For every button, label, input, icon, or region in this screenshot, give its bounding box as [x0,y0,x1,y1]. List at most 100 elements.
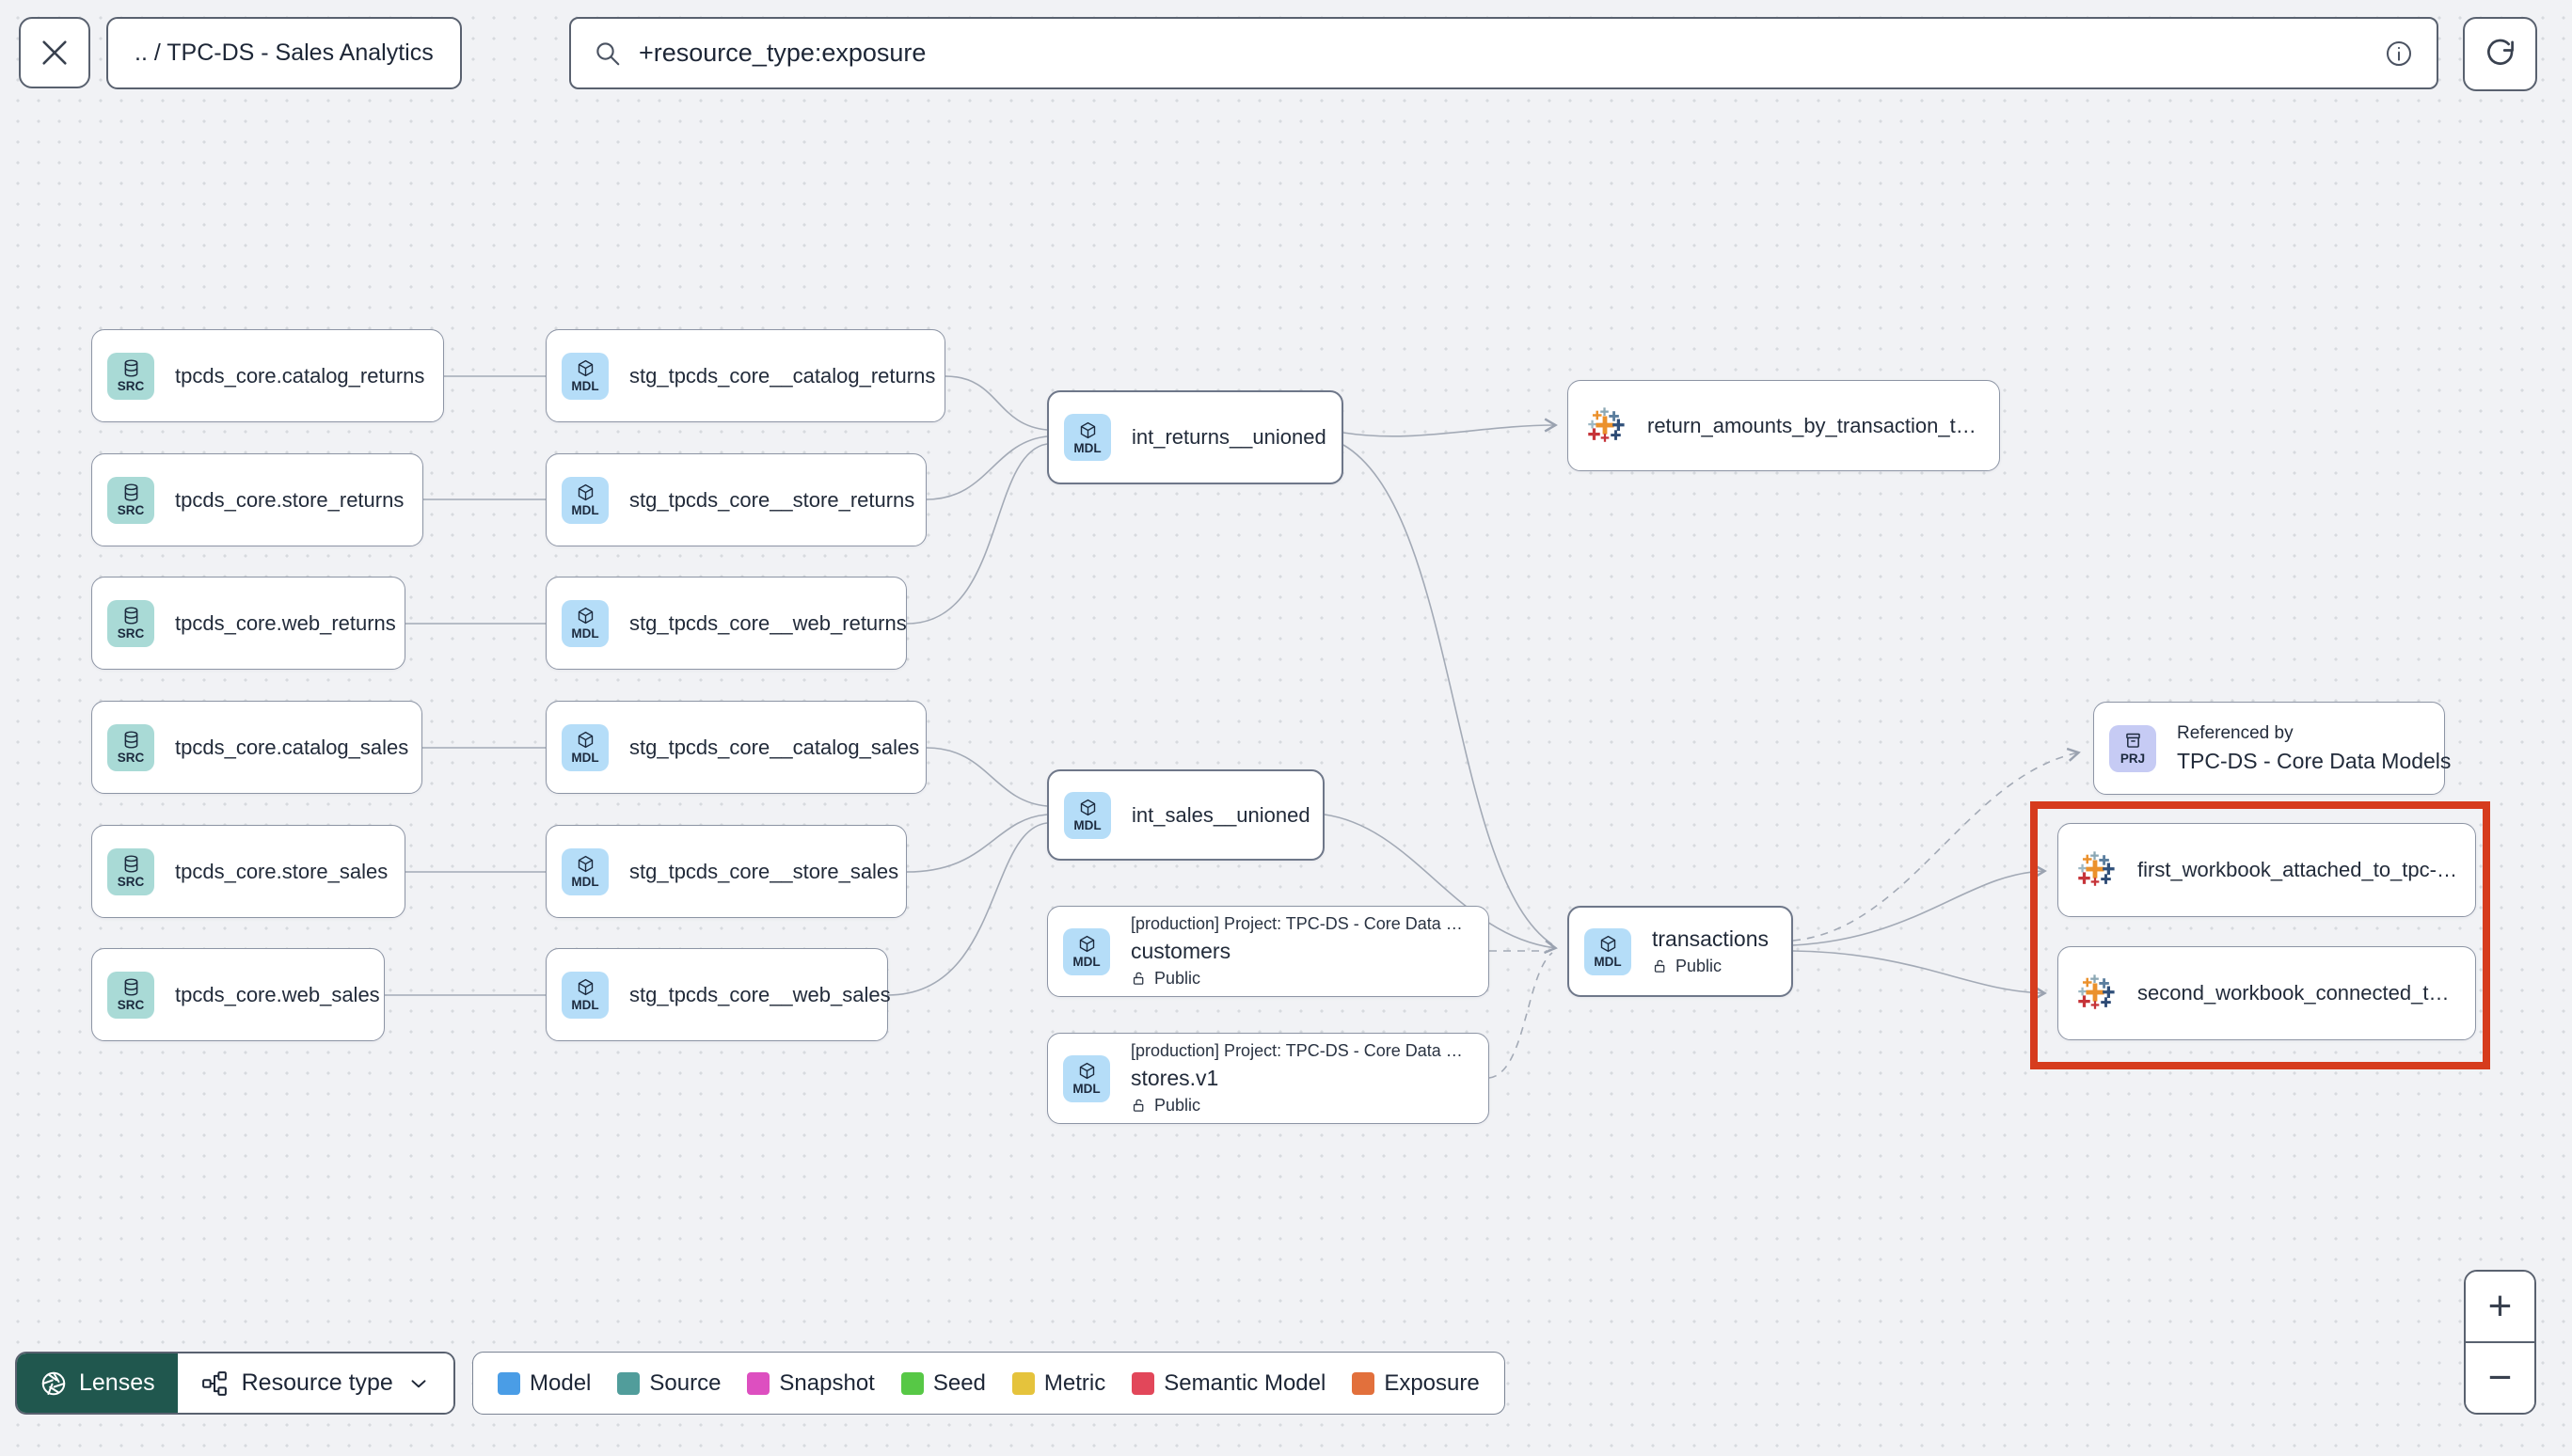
refresh-icon [2486,39,2514,65]
tableau-icon [1588,406,1625,442]
aperture-icon [41,1371,66,1395]
database-icon [124,359,137,377]
cube-icon [1600,936,1615,953]
node-label: tpcds_core.store_sales [175,859,389,883]
node-stores-v1[interactable]: MDL [production] Project: TPC-DS - Core … [1047,1033,1489,1124]
node-stg-tpcds-core-web-sales[interactable]: MDL stg_tpcds_core__web_sales [546,948,891,1041]
node-src-tpcds-core-catalog-sales[interactable]: SRC tpcds_core.catalog_sales [91,701,422,794]
node-visibility: Public [1131,969,1473,989]
search-input[interactable] [639,39,2367,68]
node-src-tpcds-core-catalog-returns[interactable]: SRC tpcds_core.catalog_returns [91,329,444,422]
node-project: [production] Project: TPC-DS - Core Data… [1131,1041,1473,1060]
cube-icon [1079,936,1094,953]
node-label: tpcds_core.catalog_returns [175,363,425,388]
node-label: stores.v1 [1131,1066,1219,1090]
node-visibility: Public [1652,957,1769,976]
model-badge: MDL [562,723,609,771]
database-icon [124,731,137,749]
node-stg-tpcds-core-catalog-returns[interactable]: MDL stg_tpcds_core__catalog_returns [546,329,945,422]
node-label: int_returns__unioned [1132,425,1326,449]
legend-swatch [498,1371,520,1395]
node-exposure-first-workbook[interactable]: first_workbook_attached_to_tpc-ds_-_… [2057,823,2476,917]
node-label: return_amounts_by_transaction_type [1647,413,1984,437]
legend-item-seed: Seed [900,1370,986,1397]
node-label: tpcds_core.store_returns [175,487,405,512]
cube-icon [578,856,593,873]
node-label: TPC-DS - Core Data Models [2177,748,2452,773]
unlock-icon [1654,959,1665,973]
node-int-sales-unioned[interactable]: MDL int_sales__unioned [1047,769,1325,861]
node-referenced-by-tpc-ds-core-data-models[interactable]: PRJ Referenced by TPC-DS - Core Data Mod… [2093,702,2452,795]
node-label: stg_tpcds_core__web_returns [629,610,907,635]
node-stg-tpcds-core-store-sales[interactable]: MDL stg_tpcds_core__store_sales [546,825,907,918]
node-stg-tpcds-core-web-returns[interactable]: MDL stg_tpcds_core__web_returns [546,577,907,670]
node-stg-tpcds-core-store-returns[interactable]: MDL stg_tpcds_core__store_returns [546,453,927,546]
node-src-tpcds-core-web-sales[interactable]: SRC tpcds_core.web_sales [91,948,385,1041]
source-badge: SRC [107,723,154,771]
legend-swatch [1132,1371,1155,1395]
lenses-control: Lenses Resource type [15,1352,455,1415]
cube-icon [1080,799,1095,816]
zoom-out-button[interactable]: − [2466,1343,2534,1413]
cube-icon [578,484,593,501]
zoom-controls: + − [2464,1270,2536,1415]
info-icon[interactable] [2384,39,2414,69]
legend-item-snapshot: Snapshot [747,1370,875,1397]
node-src-tpcds-core-store-returns[interactable]: SRC tpcds_core.store_returns [91,453,423,546]
zoom-in-button[interactable]: + [2466,1272,2534,1343]
refresh-button[interactable] [2463,17,2537,91]
node-label: stg_tpcds_core__web_sales [629,982,891,1006]
unlock-icon [1133,1099,1144,1112]
node-stg-tpcds-core-catalog-sales[interactable]: MDL stg_tpcds_core__catalog_sales [546,701,927,794]
referenced-by-title: Referenced by [2177,722,2294,743]
node-src-tpcds-core-web-returns[interactable]: SRC tpcds_core.web_returns [91,577,405,670]
cube-icon [1079,1063,1094,1080]
node-exposure-return-amounts-by-transaction-type[interactable]: return_amounts_by_transaction_type [1567,380,2000,471]
cube-icon [578,360,593,377]
legend-item-source: Source [617,1370,721,1397]
close-icon [42,40,67,65]
model-badge: MDL [1064,414,1111,461]
close-button[interactable] [19,17,90,88]
node-exposure-second-workbook[interactable]: second_workbook_connected_to_live… [2057,946,2476,1040]
model-badge: MDL [562,599,609,647]
cube-icon [578,608,593,625]
legend-swatch [900,1371,924,1395]
model-badge: MDL [562,352,609,400]
hierarchy-icon [201,1370,227,1396]
node-src-tpcds-core-store-sales[interactable]: SRC tpcds_core.store_sales [91,825,405,918]
lenses-button[interactable]: Lenses [17,1353,178,1413]
unlock-icon [1133,972,1144,985]
breadcrumb[interactable]: .. / TPC-DS - Sales Analytics [106,17,462,89]
legend-item-exposure: Exposure [1352,1370,1480,1397]
legend-item-metric: Metric [1011,1370,1105,1397]
node-label: customers [1131,939,1231,963]
node-int-returns-unioned[interactable]: MDL int_returns__unioned [1047,390,1343,484]
legend-item-model: Model [498,1370,591,1397]
model-badge: MDL [1063,927,1110,975]
source-badge: SRC [107,971,154,1019]
chevron-down-icon [411,1379,426,1387]
resource-type-dropdown[interactable]: Resource type [177,1353,453,1413]
cube-icon [1080,421,1095,438]
source-badge: SRC [107,476,154,524]
legend-item-semantic-model: Semantic Model [1132,1370,1326,1397]
node-visibility: Public [1131,1096,1473,1116]
node-customers[interactable]: MDL [production] Project: TPC-DS - Core … [1047,906,1489,997]
search-bar[interactable] [569,17,2438,89]
legend-swatch [617,1371,641,1395]
node-label: transactions [1652,926,1770,951]
node-label: tpcds_core.catalog_sales [175,735,409,759]
source-badge: SRC [107,352,154,400]
legend-swatch [747,1371,770,1395]
database-icon [124,607,137,625]
database-icon [124,855,137,873]
node-project: [production] Project: TPC-DS - Core Data… [1131,914,1473,933]
tableau-icon [2078,851,2115,886]
node-label: int_sales__unioned [1132,802,1310,827]
model-badge: MDL [1584,927,1631,975]
node-label: stg_tpcds_core__store_returns [629,487,915,512]
breadcrumb-label: .. / TPC-DS - Sales Analytics [135,40,434,66]
node-transactions[interactable]: MDL transactions Public [1567,906,1793,997]
source-badge: SRC [107,847,154,895]
